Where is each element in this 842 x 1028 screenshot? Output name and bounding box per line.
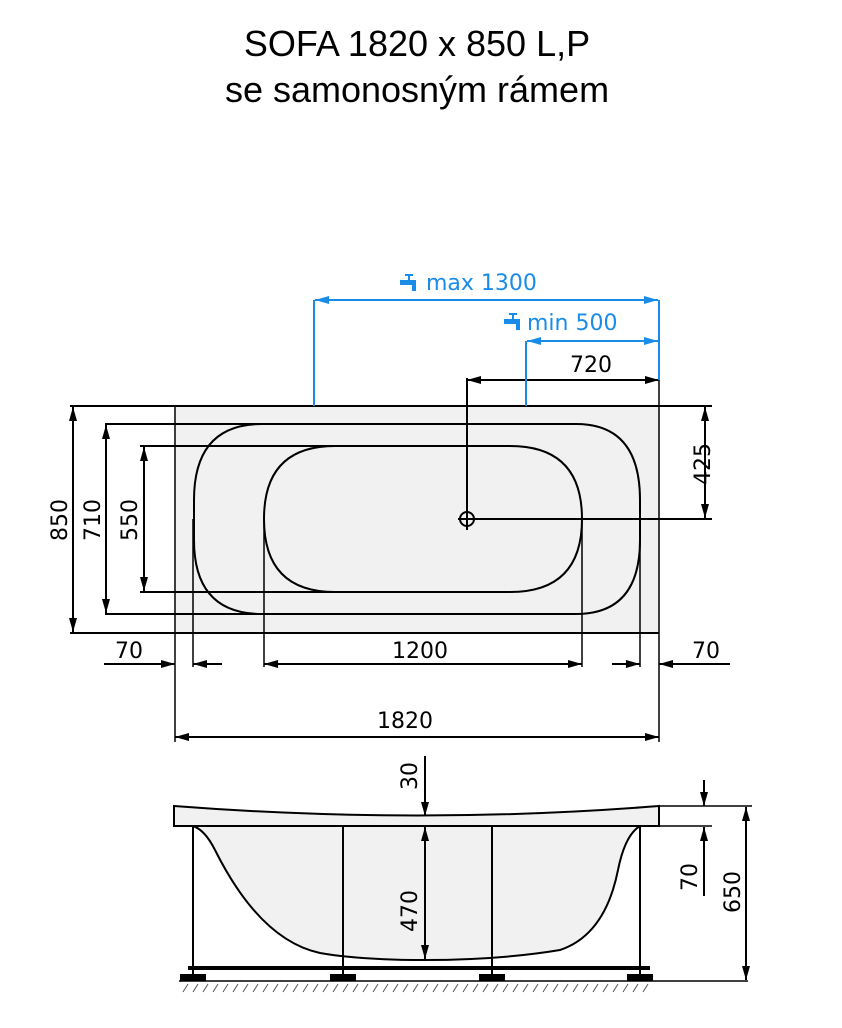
floor-hatching bbox=[182, 983, 649, 993]
rim-left-label: 70 bbox=[115, 639, 143, 664]
side-view bbox=[173, 756, 752, 982]
faucet-max-label: max 1300 bbox=[426, 271, 537, 296]
drain-offset-x-label: 720 bbox=[570, 353, 612, 378]
drawing-title: SOFA 1820 x 850 L,P bbox=[243, 23, 591, 64]
rim-dip-label: 30 bbox=[398, 762, 423, 790]
drawing-subtitle: se samonosným rámem bbox=[224, 69, 610, 110]
rim-right-label: 70 bbox=[692, 639, 720, 664]
width-710-label: 710 bbox=[81, 499, 106, 541]
width-550-label: 550 bbox=[118, 499, 143, 541]
top-view bbox=[69, 376, 730, 742]
rim-thickness-label: 70 bbox=[678, 863, 703, 891]
faucet-icon bbox=[504, 313, 520, 330]
depth-470-label: 470 bbox=[398, 890, 423, 932]
faucet-dimensions bbox=[313, 296, 660, 406]
faucet-icon bbox=[400, 274, 416, 291]
height-650-label: 650 bbox=[721, 871, 746, 913]
faucet-min-label: min 500 bbox=[527, 311, 617, 336]
length-1200-label: 1200 bbox=[392, 639, 448, 664]
length-1820-label: 1820 bbox=[377, 709, 433, 734]
drain-icon bbox=[459, 511, 475, 527]
width-850-label: 850 bbox=[48, 499, 73, 541]
drain-offset-y-label: 425 bbox=[691, 443, 716, 485]
